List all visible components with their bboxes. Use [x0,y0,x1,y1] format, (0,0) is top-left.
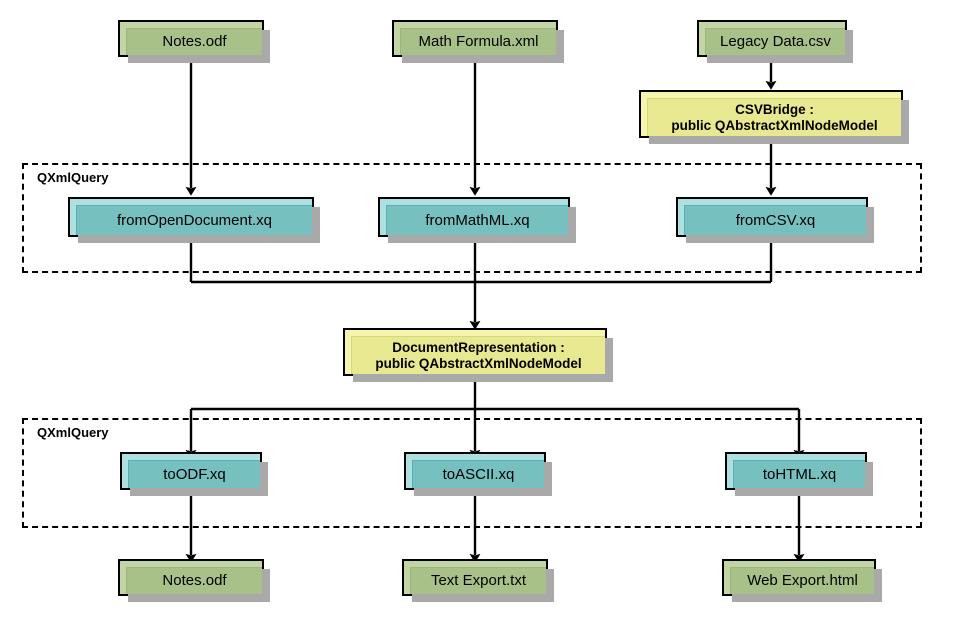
node-from-open-document-xq[interactable]: fromOpenDocument.xq [68,197,320,243]
node-input-math-formula-xml[interactable]: Math Formula.xml [392,20,564,63]
node-output-text-export-txt-label: Text Export.txt [430,572,527,590]
node-from-open-document-xq-face: fromOpenDocument.xq [76,205,312,235]
node-from-csv-xq-face: fromCSV.xq [684,205,866,235]
node-from-csv-xq[interactable]: fromCSV.xq [676,197,874,243]
node-input-legacy-data-csv[interactable]: Legacy Data.csv [697,20,853,63]
node-to-ascii-xq[interactable]: toASCII.xq [404,452,552,496]
node-input-notes-odf[interactable]: Notes.odf [118,20,270,63]
node-from-open-document-xq-label: fromOpenDocument.xq [116,211,273,229]
node-to-ascii-xq-label: toASCII.xq [442,465,515,483]
group-qxmlquery-output-label: QXmlQuery [34,425,112,440]
node-output-notes-odf-label: Notes.odf [162,572,227,590]
node-from-mathml-xq-label: fromMathML.xq [425,211,530,229]
node-csvbridge-class[interactable]: CSVBridge : public QAbstractXmlNodeModel [639,90,909,144]
node-csvbridge-class-face: CSVBridge : public QAbstractXmlNodeModel [647,98,901,136]
node-output-notes-odf[interactable]: Notes.odf [118,559,270,602]
node-document-representation-class-face: DocumentRepresentation : public QAbstrac… [351,336,605,374]
node-output-text-export-txt[interactable]: Text Export.txt [402,559,554,602]
node-to-odf-xq-face: toODF.xq [128,460,260,488]
node-document-representation-class-label: DocumentRepresentation : public QAbstrac… [375,339,582,371]
node-input-math-formula-xml-label: Math Formula.xml [418,33,539,51]
node-input-math-formula-xml-face: Math Formula.xml [400,28,556,55]
node-input-notes-odf-label: Notes.odf [162,33,227,51]
node-output-web-export-html[interactable]: Web Export.html [722,559,882,602]
node-to-odf-xq[interactable]: toODF.xq [120,452,268,496]
node-to-html-xq[interactable]: toHTML.xq [725,452,873,496]
group-qxmlquery-input [22,163,922,273]
node-from-csv-xq-label: fromCSV.xq [735,211,816,229]
group-qxmlquery-input-label: QXmlQuery [34,170,112,185]
node-from-mathml-xq-face: fromMathML.xq [386,205,568,235]
node-input-legacy-data-csv-label: Legacy Data.csv [720,33,831,51]
node-output-web-export-html-label: Web Export.html [747,572,858,590]
node-to-ascii-xq-face: toASCII.xq [412,460,544,488]
node-document-representation-class[interactable]: DocumentRepresentation : public QAbstrac… [343,328,613,382]
node-to-odf-xq-label: toODF.xq [163,465,226,483]
node-to-html-xq-face: toHTML.xq [733,460,865,488]
group-qxmlquery-output [22,418,922,528]
node-from-mathml-xq[interactable]: fromMathML.xq [378,197,576,243]
node-csvbridge-class-label: CSVBridge : public QAbstractXmlNodeModel [671,101,878,133]
node-to-html-xq-label: toHTML.xq [762,465,837,483]
node-input-legacy-data-csv-face: Legacy Data.csv [705,28,845,55]
node-output-notes-odf-face: Notes.odf [126,567,262,594]
node-output-web-export-html-face: Web Export.html [730,567,874,594]
node-input-notes-odf-face: Notes.odf [126,28,262,55]
node-output-text-export-txt-face: Text Export.txt [410,567,546,594]
